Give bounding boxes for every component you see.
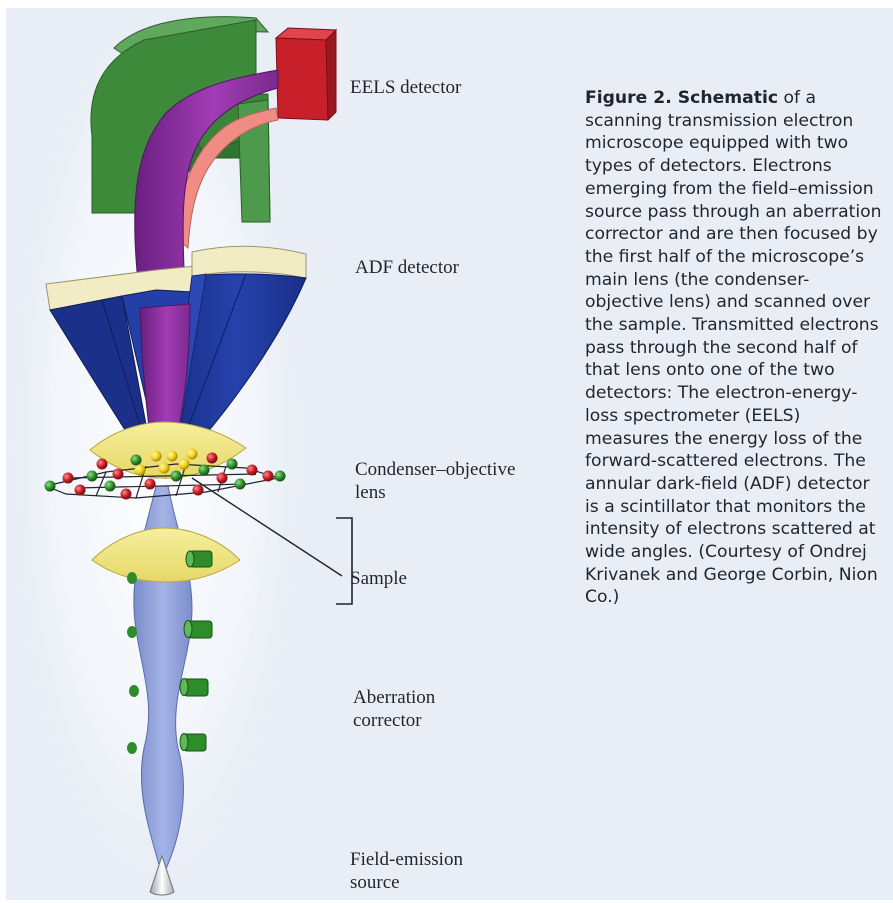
caption-lead: Figure 2. Schematic [585, 88, 778, 108]
caption-body: of a scanning transmission electron micr… [585, 88, 882, 607]
figure-caption: Figure 2. Schematic of a scanning transm… [585, 87, 885, 609]
lens-bracket [336, 518, 352, 604]
eels-detector-block [276, 28, 336, 120]
eels-detector-label: EELS detector [350, 76, 461, 99]
aberration-corrector-label: Aberration corrector [353, 686, 435, 732]
condenser-objective-lens-label: Condenser–objective lens [355, 458, 515, 504]
field-emission-source-label: Field-emission source [350, 848, 463, 894]
sample-label: Sample [350, 567, 407, 590]
stem-schematic [6, 8, 566, 900]
adf-detector-label: ADF detector [355, 256, 459, 279]
